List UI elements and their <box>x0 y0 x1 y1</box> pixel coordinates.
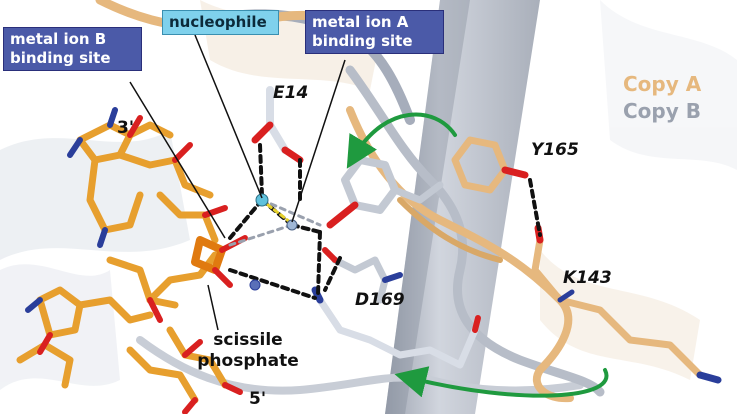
residue-label-y165: Y165 <box>531 140 579 160</box>
legend-copy-a: Copy A <box>623 72 702 96</box>
callout-nucleophile-text: nucleophile <box>169 13 267 31</box>
callout-metal-ion-a: metal ion A binding site <box>305 10 444 54</box>
dna-sticks <box>16 107 248 414</box>
callout-nucleophile: nucleophile <box>162 10 279 35</box>
interaction-dashes <box>228 143 542 300</box>
conformation-arrows <box>346 112 609 398</box>
callout-metal-ion-a-line2: binding site <box>312 32 413 50</box>
callout-leaders <box>129 34 346 331</box>
callout-metal-ion-b-line1: metal ion B <box>10 30 107 48</box>
dna-3prime-label: 3' <box>117 118 135 138</box>
grey-helix-cylinder <box>385 0 540 414</box>
residue-label-e14: E14 <box>273 83 309 103</box>
scissile-phosphate-line1: scissile <box>213 330 283 350</box>
ion-spheres <box>249 193 298 291</box>
side-chain-sticks <box>251 86 722 384</box>
callout-metal-ion-a-line1: metal ion A <box>312 13 409 31</box>
callout-metal-ion-b: metal ion B binding site <box>3 27 142 71</box>
scissile-phosphate-label: scissile phosphate <box>188 330 308 372</box>
scissile-phosphate-line2: phosphate <box>197 351 299 371</box>
legend-copy-b: Copy B <box>623 99 701 123</box>
residue-label-k143: K143 <box>563 268 612 288</box>
callout-metal-ion-b-line2: binding site <box>10 49 111 67</box>
dna-5prime-label: 5' <box>249 389 267 409</box>
residue-label-d169: D169 <box>355 290 405 310</box>
